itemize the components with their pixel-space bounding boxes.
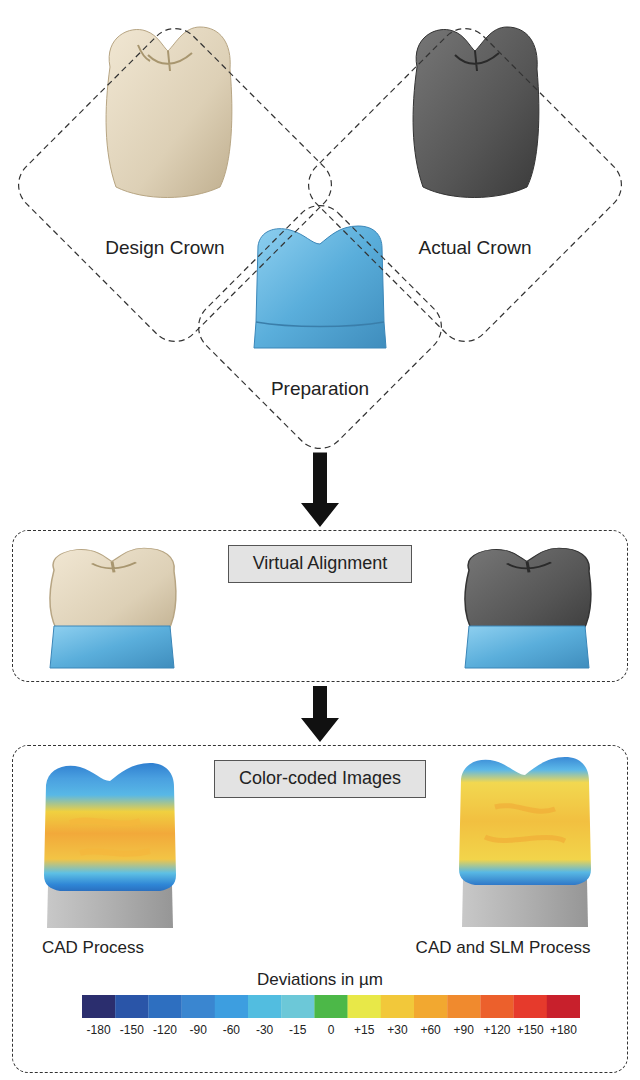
label-holder: -180 [99, 1023, 123, 1037]
scale-value: +90 [454, 1023, 474, 1037]
scale-value: -60 [223, 1023, 240, 1037]
design-crown [106, 27, 232, 198]
crown-fissure [507, 561, 551, 572]
scale-cell [182, 995, 215, 1018]
block-arrow [301, 686, 339, 742]
panel-heading: Virtual Alignment [228, 545, 413, 583]
crown-fissure [455, 51, 499, 71]
scale-value: 0 [328, 1023, 335, 1037]
crown-fissure [138, 45, 192, 71]
label-holder: -120 [165, 1023, 189, 1037]
panel-heading: Color-coded Images [214, 760, 426, 798]
scale-cell [514, 995, 547, 1018]
label-holder: -60 [231, 1023, 248, 1037]
dashed-diamond: Preparation [185, 192, 455, 462]
label-holder: +30 [397, 1023, 417, 1037]
scale-cell [215, 995, 248, 1018]
scale-value: -150 [120, 1023, 144, 1037]
node-label: Design Crown [105, 237, 224, 260]
label-holder: Deviations in µm [320, 970, 446, 990]
scale-value: +120 [484, 1023, 511, 1037]
scale-value: +150 [517, 1023, 544, 1037]
scale-value: +60 [420, 1023, 440, 1037]
label-holder: +180 [563, 1023, 590, 1037]
diamond-outline [8, 18, 342, 352]
caption-label: Deviations in µm [257, 970, 383, 990]
diamond-outline [298, 18, 632, 352]
scale-value: -180 [87, 1023, 111, 1037]
color-map-cad-slm [459, 757, 591, 927]
label-holder: CAD and SLM Process [503, 938, 640, 958]
scale-cell [281, 995, 314, 1018]
scale-value: -15 [289, 1023, 306, 1037]
scale-cell [447, 995, 480, 1018]
label-holder: -90 [198, 1023, 215, 1037]
diamond-outline [185, 192, 455, 462]
scale-value: -30 [256, 1023, 273, 1037]
die-base [50, 626, 174, 668]
diamond-outline [5, 15, 345, 355]
scale-cell [314, 995, 347, 1018]
die-base [465, 626, 589, 668]
die-margin [256, 322, 384, 327]
scale-cell [547, 995, 580, 1018]
deviation-map [459, 757, 591, 885]
label-holder: +90 [464, 1023, 484, 1037]
block-arrow [301, 452, 339, 527]
crown-body [413, 27, 539, 198]
die-body [254, 226, 386, 348]
label-holder: -15 [298, 1023, 315, 1037]
label-holder: -30 [265, 1023, 282, 1037]
label-holder: -150 [132, 1023, 156, 1037]
caption-label: CAD Process [42, 938, 144, 958]
deviation-patch [485, 806, 565, 841]
scale-cell [348, 995, 381, 1018]
diamond-outline [188, 195, 452, 459]
diamond-outline [295, 15, 635, 355]
color-scale [82, 995, 580, 1018]
preparation-die [254, 226, 386, 348]
node-label: Actual Crown [419, 237, 532, 260]
label-holder: +60 [431, 1023, 451, 1037]
die-stump [462, 879, 588, 927]
scale-cell [381, 995, 414, 1018]
scale-cell [148, 995, 181, 1018]
scale-cell [414, 995, 447, 1018]
scale-value: +30 [387, 1023, 407, 1037]
label-holder: CAD Process [93, 938, 195, 958]
scale-value: +180 [550, 1023, 577, 1037]
actual-crown [413, 27, 539, 198]
scale-cell [115, 995, 148, 1018]
scale-cell [480, 995, 513, 1018]
scale-value: -90 [190, 1023, 207, 1037]
dashed-diamond: Design Crown [5, 15, 345, 355]
label-holder: +15 [364, 1023, 384, 1037]
scale-value: +15 [354, 1023, 374, 1037]
scale-value: -120 [153, 1023, 177, 1037]
deviation-patch [70, 820, 150, 853]
deviation-map [44, 763, 176, 891]
crown-body [106, 27, 232, 198]
crown-fissure [92, 561, 136, 572]
node-label: Preparation [271, 378, 369, 401]
caption-label: CAD and SLM Process [416, 938, 591, 958]
label-holder: 0 [331, 1023, 338, 1037]
color-map-cad [44, 763, 176, 928]
dashed-diamond: Actual Crown [295, 15, 635, 355]
panel-box: Virtual Alignment [12, 530, 628, 682]
die-stump [47, 885, 173, 928]
scale-cell [82, 995, 115, 1018]
scale-cell [248, 995, 281, 1018]
